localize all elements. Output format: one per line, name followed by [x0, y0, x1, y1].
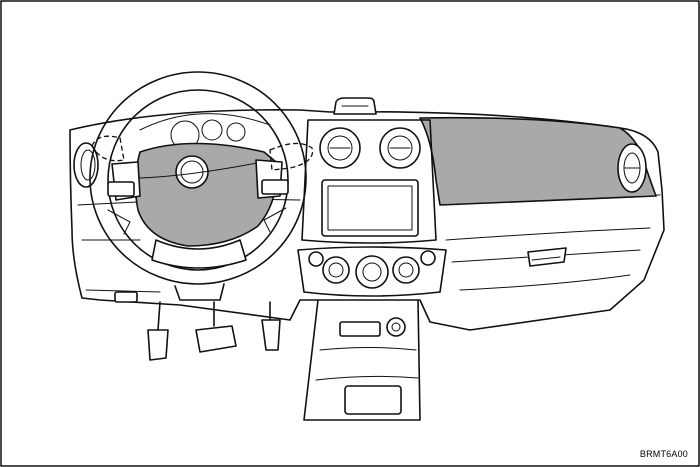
- accelerator-pedal: [261, 301, 281, 351]
- brake-pedal: [195, 301, 237, 353]
- center-stack: [301, 119, 437, 244]
- hood-release: [114, 291, 138, 303]
- defroster-vent: [333, 97, 377, 115]
- right-dashed-zone: [269, 142, 314, 171]
- glove-box-handle: [527, 247, 567, 267]
- figure-code: BRMT6A00: [639, 449, 688, 459]
- clutch-pedal: [147, 301, 169, 361]
- right-side-vent: [617, 143, 647, 193]
- driver-airbag: [134, 142, 278, 247]
- steering-wheel: [89, 71, 307, 285]
- climate-controls: [297, 246, 447, 297]
- steering-column: [174, 283, 225, 301]
- left-dashed-zone: [91, 135, 125, 162]
- lower-console: [303, 299, 421, 421]
